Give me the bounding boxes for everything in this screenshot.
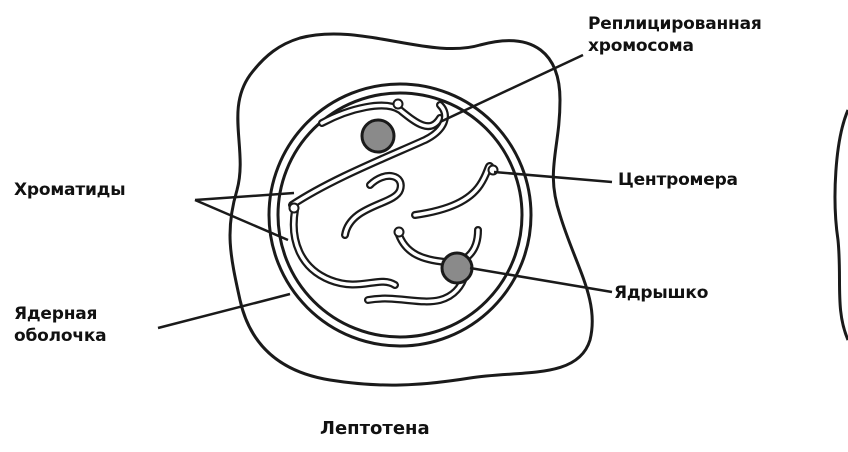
- caption-leptotene: Лептотена: [320, 418, 430, 439]
- label-nuclear-envelope-line1: Ядерная: [14, 304, 97, 324]
- centromere-dot-3: [290, 204, 299, 213]
- centromere-dot-1: [394, 100, 403, 109]
- nucleolus-bottom: [442, 253, 472, 283]
- label-centromere: Центромера: [618, 170, 738, 190]
- label-replicated-chromosome-line1: Реплицированная: [588, 14, 762, 34]
- centromere-dot-4: [395, 228, 404, 237]
- cell-membrane: [230, 34, 592, 385]
- nucleolus-top: [362, 120, 394, 152]
- adjacent-cell-edge: [835, 110, 848, 340]
- label-replicated-chromosome-line2: хромосома: [588, 36, 694, 56]
- label-chromatids: Хроматиды: [14, 180, 125, 200]
- leader-lines: [158, 55, 612, 328]
- nuclear-envelope-outer: [269, 84, 531, 346]
- chromatid-left-loop: [294, 210, 395, 285]
- label-nuclear-envelope-line2: оболочка: [14, 326, 106, 346]
- label-nucleolus: Ядрышко: [614, 283, 708, 303]
- chromosome-right: [415, 166, 492, 215]
